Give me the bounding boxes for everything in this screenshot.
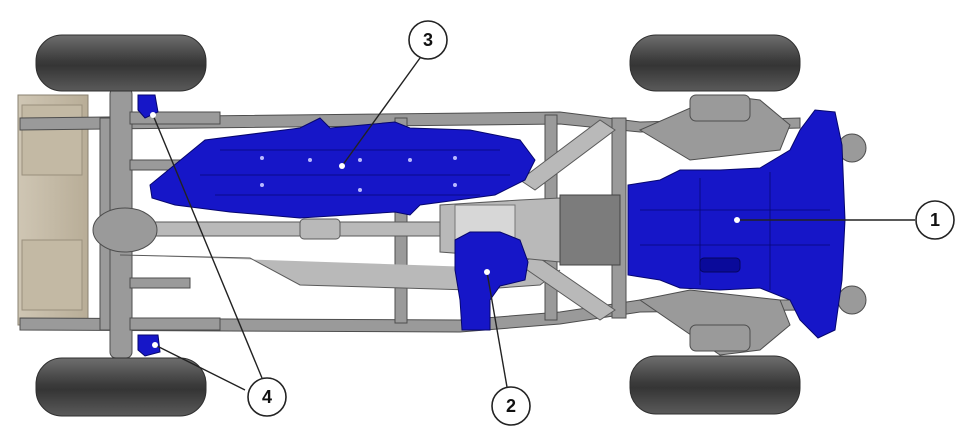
callout-1: 1 (915, 200, 955, 240)
callout-4-label: 4 (262, 387, 272, 407)
front-left-tire (629, 34, 801, 92)
front-right-tire (629, 355, 801, 415)
callout-3-label: 3 (423, 30, 433, 50)
callout-1-label: 1 (930, 210, 940, 230)
rear-bed-section (17, 94, 89, 326)
callout-2: 2 (491, 386, 531, 426)
rear-shield-lower (137, 334, 161, 357)
callout-4: 4 (247, 377, 287, 417)
transmission-skid-plate (454, 231, 529, 331)
callout-2-label: 2 (506, 396, 516, 416)
tires (35, 34, 801, 417)
rear-left-tire (35, 34, 207, 92)
rear-right-tire (35, 357, 207, 417)
frame-rails (19, 87, 867, 359)
callout-3: 3 (408, 20, 448, 60)
callout-leaders (150, 57, 915, 391)
front-skid-plate (627, 109, 846, 339)
